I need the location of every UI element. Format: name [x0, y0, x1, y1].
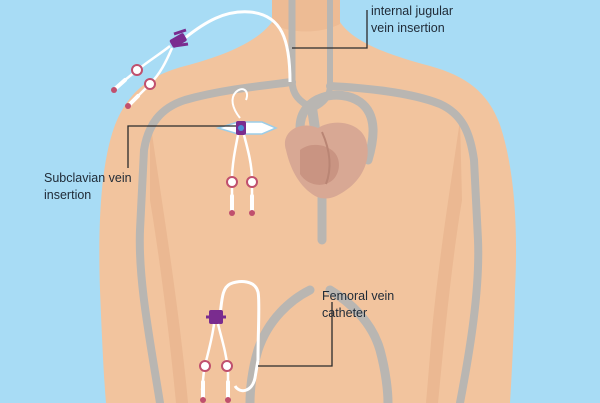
femoral-label-line1: Femoral vein: [322, 289, 395, 303]
subclavian-label-line1: Subclavian vein: [44, 171, 132, 185]
subclavian-label-line2: insertion: [44, 188, 92, 202]
torso: [99, 0, 517, 403]
jugular-label: internal jugular vein insertion: [371, 3, 453, 37]
right-subclavian-vein: [326, 82, 483, 403]
subclavian-leader-line: [127, 125, 236, 168]
femoral-label-line2: catheter: [322, 306, 368, 320]
jugular-label-line1: internal jugular: [371, 4, 453, 18]
right-iliac-vein: [325, 285, 393, 403]
jugular-leader-line: [292, 10, 368, 49]
femoral-leader-line: [258, 302, 333, 367]
jugular-catheter-line: [184, 10, 292, 83]
femoral-label: Femoral vein catheter: [322, 288, 394, 322]
femoral-catheter: [199, 280, 261, 403]
aortic-arch: [295, 90, 378, 165]
subclavian-catheter: [215, 88, 278, 216]
jugular-label-line2: vein insertion: [371, 21, 445, 35]
leader-lines: [127, 10, 368, 367]
clamp-icon: [226, 176, 258, 188]
clamp-icon: [131, 64, 156, 90]
femoral-catheter-line: [218, 280, 261, 361]
left-subclavian-vein: [135, 78, 296, 403]
subclavian-label: Subclavian vein insertion: [44, 170, 132, 204]
jugular-catheter: [111, 10, 292, 109]
left-arm-shade: [150, 120, 188, 403]
catheter-hub-icon: [169, 28, 189, 48]
right-arm-shade: [426, 120, 462, 403]
clamp-icon: [199, 360, 233, 372]
heart-icon: [284, 122, 368, 199]
